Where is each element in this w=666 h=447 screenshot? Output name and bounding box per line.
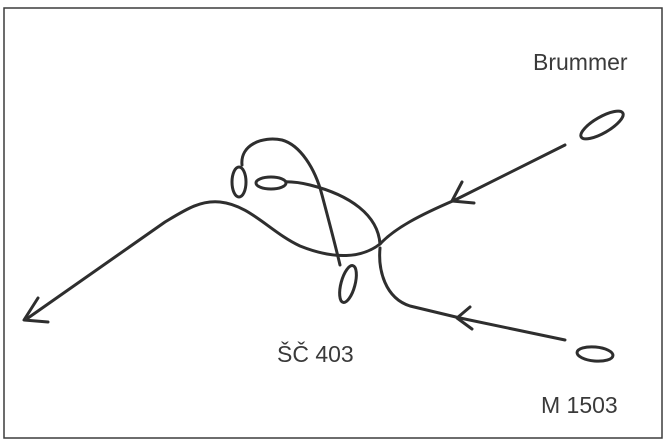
outgoing-track-arrowhead xyxy=(22,296,50,324)
ship-marker-horizontal xyxy=(254,175,288,191)
sc403-loop-track xyxy=(268,180,382,246)
brummer-ship-marker xyxy=(579,109,625,141)
brummer-label: Brummer xyxy=(533,49,628,75)
m1503-ship-marker xyxy=(575,345,615,363)
m1503-track-arrowhead xyxy=(455,305,474,331)
outgoing-track xyxy=(26,200,382,320)
sc403-label: ŠČ 403 xyxy=(277,341,354,367)
m1503-label: M 1503 xyxy=(541,392,618,418)
sc403-upper-loop xyxy=(240,137,342,267)
ship-marker-vertical xyxy=(230,165,248,199)
diagram-frame xyxy=(3,7,663,439)
sc403-ship-marker xyxy=(338,264,358,304)
brummer-track xyxy=(378,143,567,246)
m1503-track xyxy=(378,246,567,342)
brummer-track-arrowhead xyxy=(450,180,476,205)
